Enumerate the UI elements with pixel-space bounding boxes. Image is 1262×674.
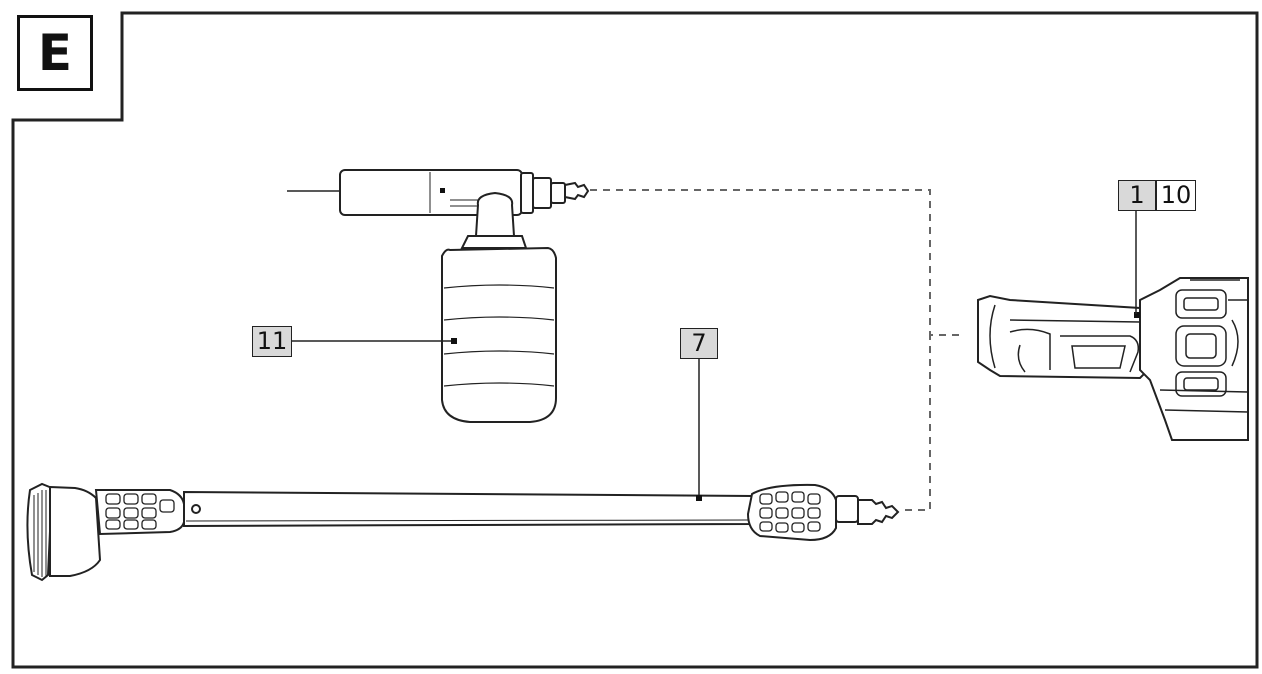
foam-cannon-bottle-icon	[287, 169, 590, 423]
connection-dashes	[590, 189, 965, 511]
callout-gun-1: 1	[1118, 180, 1156, 211]
figure-frame	[11, 11, 1259, 669]
callout-foam-bottle: 11	[252, 326, 292, 357]
spray-gun-handle-icon	[977, 277, 1249, 441]
section-label: E	[17, 15, 93, 91]
callout-lance: 7	[680, 328, 718, 359]
callout-gun-10: 10	[1156, 180, 1196, 211]
spray-lance-icon	[26, 482, 900, 582]
